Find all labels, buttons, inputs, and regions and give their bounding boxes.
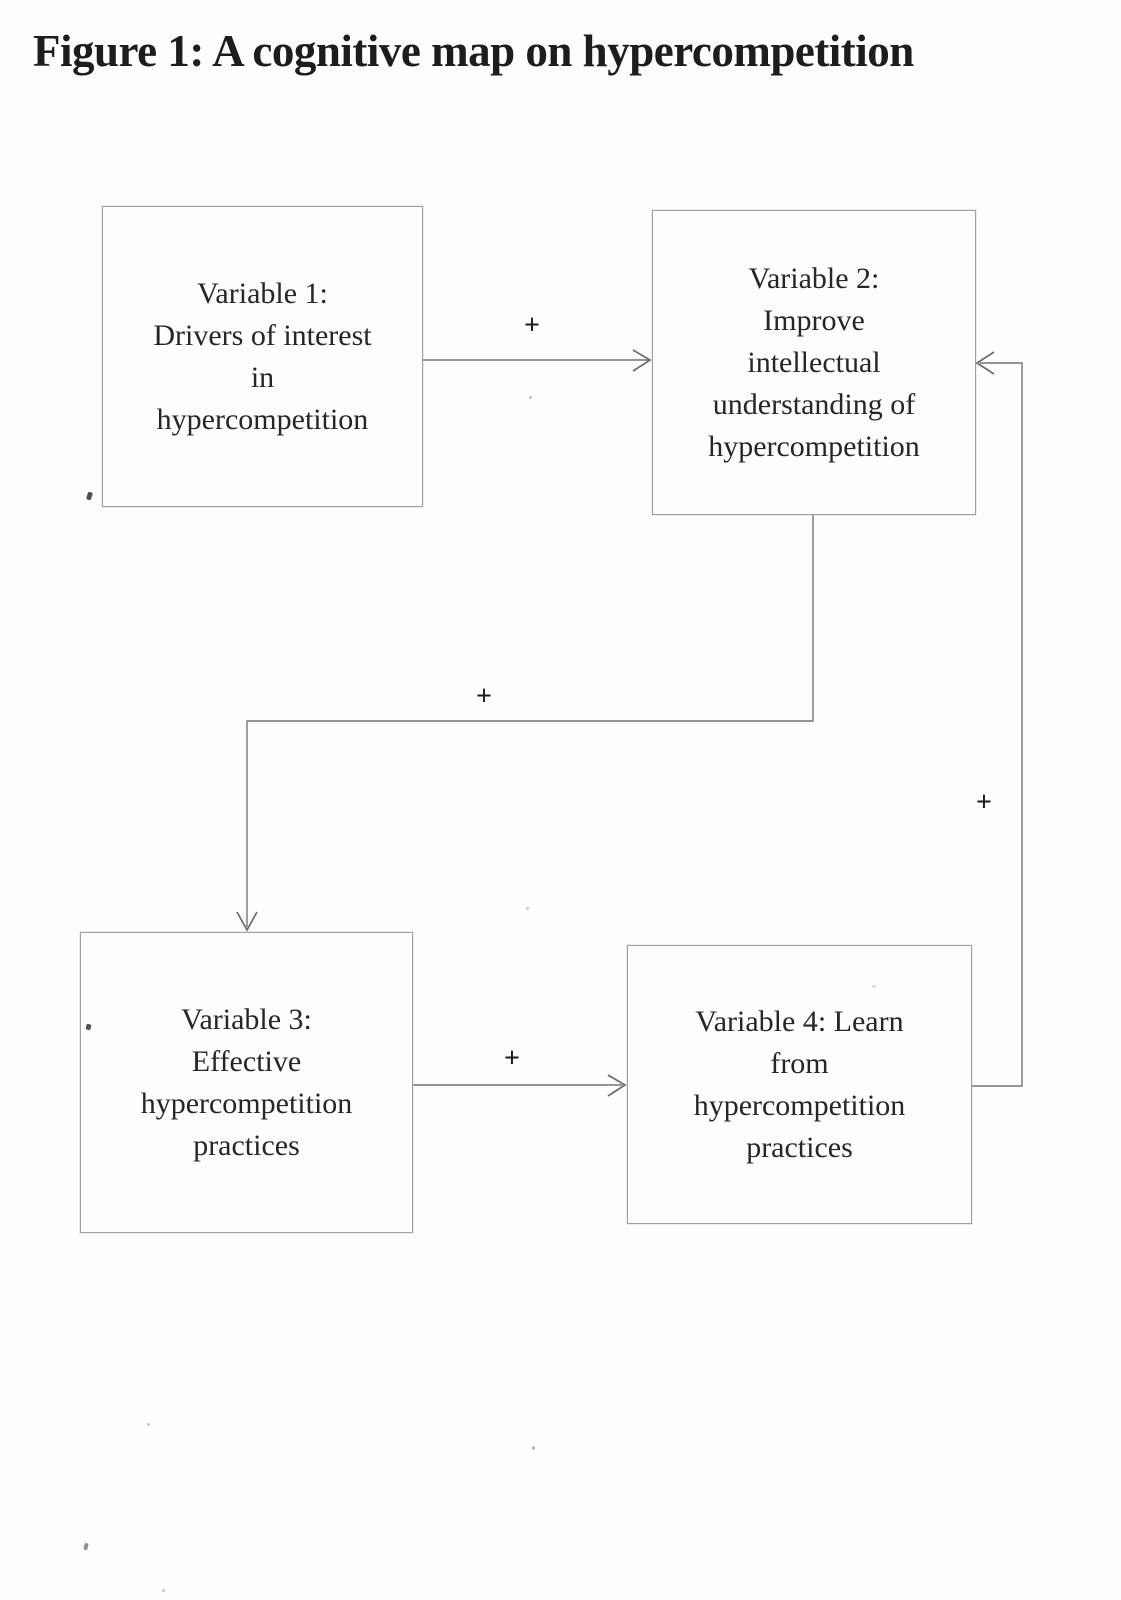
node-variable-4: Variable 4: Learn from hypercompetition … (627, 945, 972, 1224)
edge-sign-v2-v3: + (476, 681, 492, 712)
node-variable-1-label: Variable 1: Drivers of interest in hyper… (153, 276, 372, 436)
arrowhead-left-icon (975, 351, 995, 375)
scan-speck (529, 396, 532, 399)
arrowhead-right-icon (607, 1074, 627, 1097)
arrowhead-right-icon (632, 349, 652, 372)
edge-v4-to-v2 (970, 351, 1023, 1087)
scan-speck (526, 907, 529, 910)
edge-sign-v3-v4: + (504, 1043, 520, 1074)
edge-sign-v1-v2: + (524, 310, 540, 341)
edge-v1-to-v2 (421, 349, 652, 372)
node-variable-1: Variable 1: Drivers of interest in hyper… (102, 206, 423, 507)
arrowhead-down-icon (236, 911, 258, 932)
edge-v2-to-v3 (236, 514, 814, 932)
edge-v3-to-v4 (411, 1074, 627, 1097)
scan-speck (147, 1423, 150, 1426)
node-variable-3-label: Variable 3: Effective hypercompetition p… (140, 1002, 353, 1162)
figure-title: Figure 1: A cognitive map on hypercompet… (33, 26, 914, 76)
node-variable-2: Variable 2: Improve intellectual underst… (652, 210, 976, 515)
scan-speck (85, 491, 94, 501)
node-variable-4-label: Variable 4: Learn from hypercompetition … (693, 1004, 906, 1164)
scan-speck (872, 985, 876, 988)
scan-speck (83, 1542, 89, 1551)
scan-speck (532, 1446, 535, 1450)
scan-speck (162, 1589, 165, 1592)
edge-sign-v4-v2: + (976, 787, 992, 818)
node-variable-3: Variable 3: Effective hypercompetition p… (80, 932, 413, 1233)
node-variable-2-label: Variable 2: Improve intellectual underst… (708, 261, 920, 463)
